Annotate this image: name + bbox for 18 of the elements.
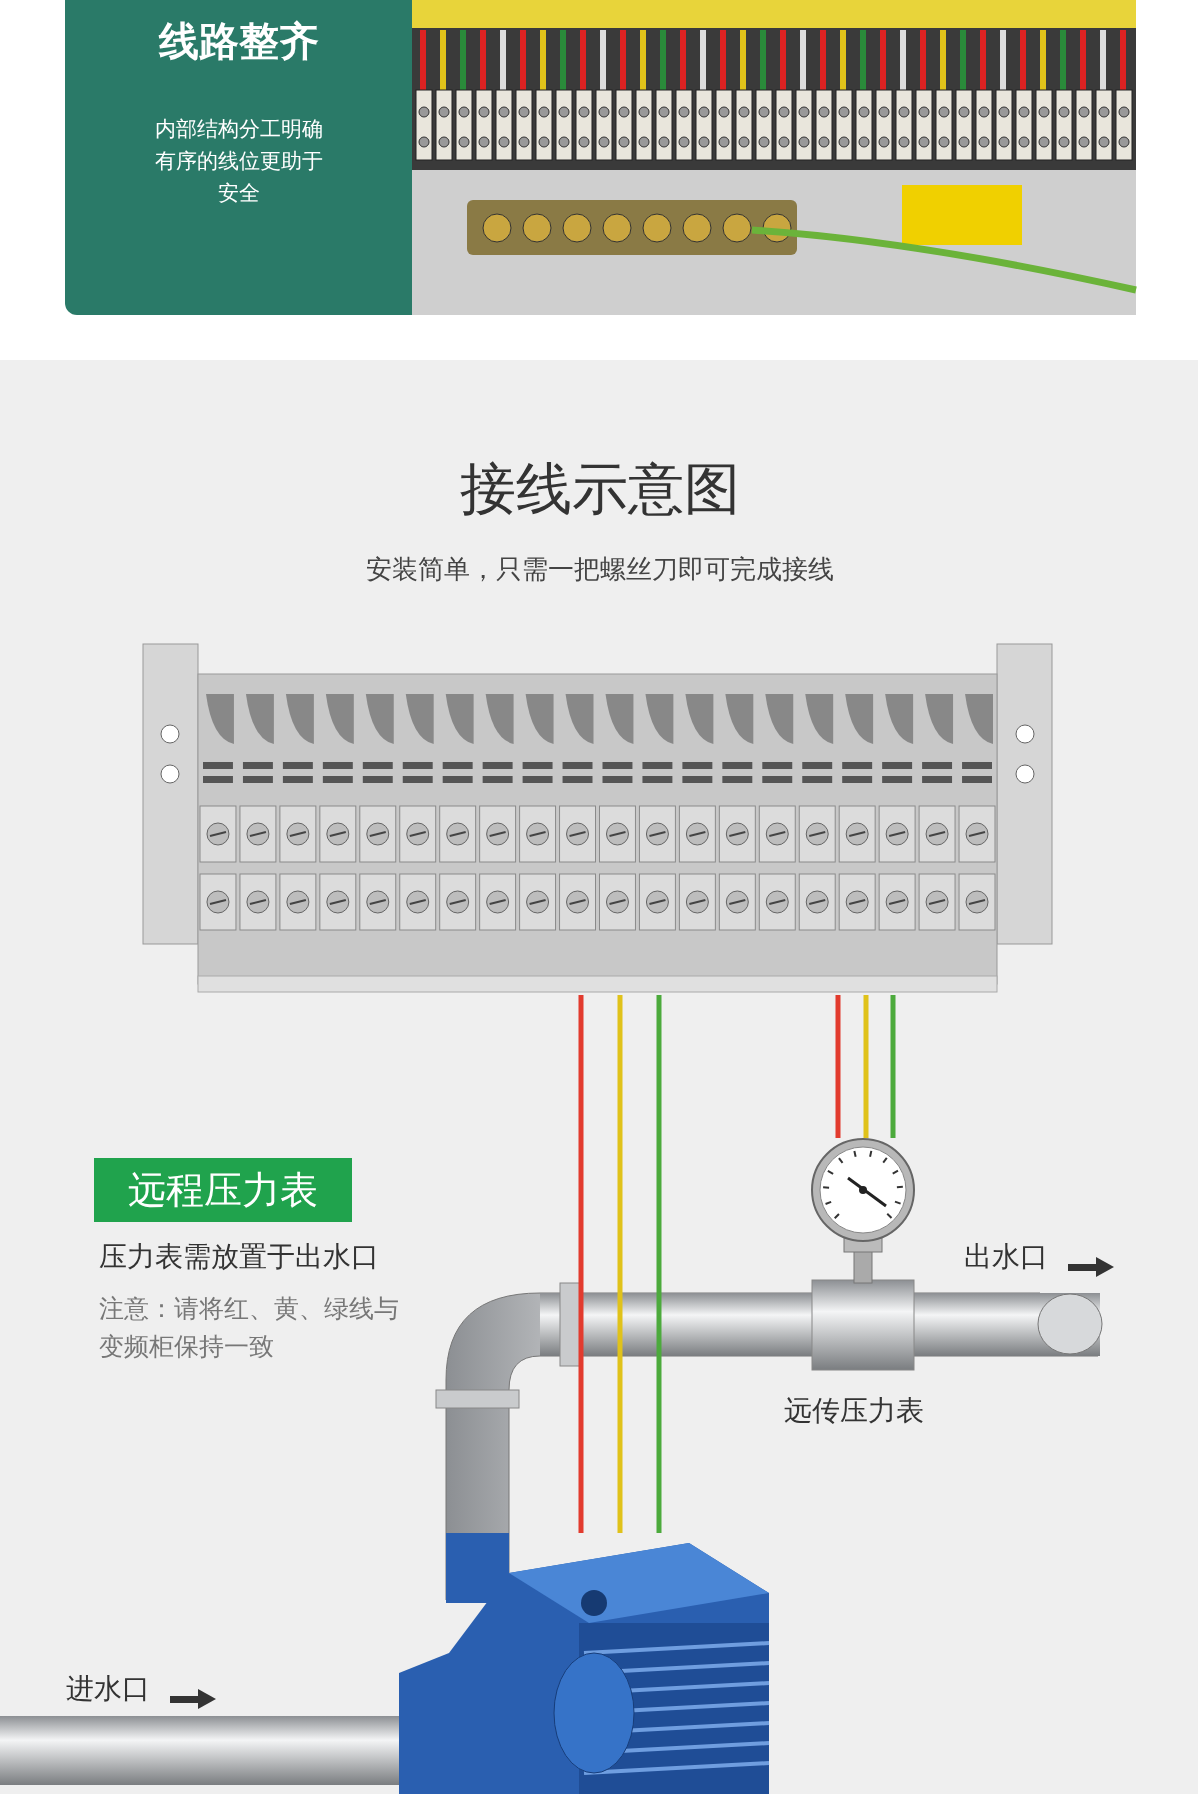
outlet-label: 出水口 — [964, 1239, 1048, 1275]
wire — [578, 995, 584, 1533]
wire — [863, 995, 869, 1138]
note-text: 压力表需放置于出水口 — [99, 1239, 379, 1275]
wire — [617, 995, 623, 1533]
card-heading: 线路整齐 — [157, 17, 320, 66]
wire — [656, 995, 662, 1533]
diagram-title: 接线示意图 — [459, 455, 741, 523]
feature-card — [65, 0, 412, 315]
badge-text: 远程压力表 — [128, 1166, 318, 1214]
wire — [835, 995, 841, 1138]
title-badge — [94, 1158, 352, 1222]
wire — [890, 995, 896, 1138]
inlet-label: 进水口 — [66, 1671, 150, 1707]
subtitle: 安装简单，只需一把螺丝刀即可完成接线 — [365, 553, 835, 586]
gauge-label: 远传压力表 — [784, 1393, 924, 1429]
note-text: 注意：请将红、黄、绿线与变频柜保持一致 — [99, 1293, 399, 1363]
card-text: 内部结构分工明确有序的线位更助于安全 — [153, 116, 324, 207]
